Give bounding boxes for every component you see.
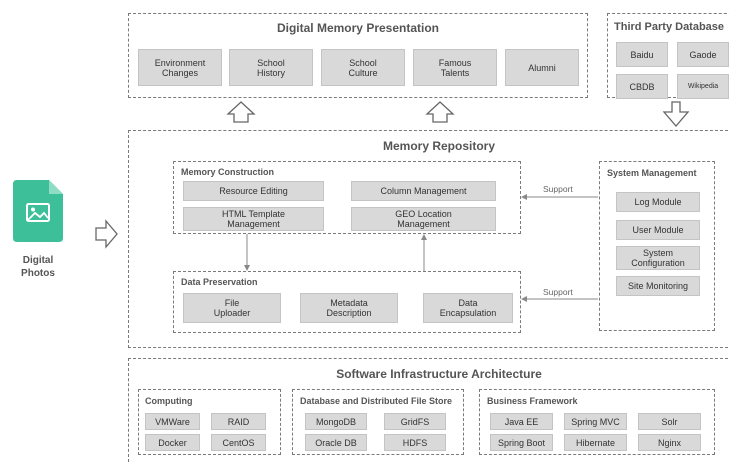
preservation-panel: Data Preservation File Uploader Metadata…: [173, 271, 521, 333]
system-management-panel: System Management Log Module User Module…: [599, 161, 715, 331]
business-java-ee: Java EE: [490, 413, 553, 430]
image-file-icon: [13, 180, 63, 242]
construction-title: Memory Construction: [181, 167, 275, 177]
third-party-baidu: Baidu: [616, 42, 668, 67]
business-hibernate: Hibernate: [564, 434, 627, 451]
system-user-module: User Module: [616, 220, 700, 240]
support-label-top: Support: [543, 184, 573, 194]
computing-panel: Computing VMWare RAID Docker CentOS: [138, 389, 281, 455]
presentation-item-environment-changes: Environment Changes: [138, 49, 222, 86]
database-mongodb: MongoDB: [305, 413, 367, 430]
infrastructure-title: Software Infrastructure Architecture: [336, 367, 542, 381]
hollow-down-arrow: [662, 101, 690, 127]
system-site-monitoring: Site Monitoring: [616, 276, 700, 296]
support-arrowhead-top: [521, 194, 527, 200]
support-label-bottom: Support: [543, 287, 573, 297]
repository-title: Memory Repository: [382, 139, 496, 153]
database-gridfs: GridFS: [384, 413, 446, 430]
presentation-item-alumni: Alumni: [505, 49, 579, 86]
third-party-title: Third Party Database: [614, 21, 725, 33]
construction-column-management: Column Management: [351, 181, 496, 201]
construction-geo-location: GEO Location Management: [351, 207, 496, 231]
construction-resource-editing: Resource Editing: [183, 181, 324, 201]
database-title: Database and Distributed File Store: [300, 396, 453, 406]
business-spring-mvc: Spring MVC: [564, 413, 627, 430]
hollow-up-arrow-right: [425, 101, 455, 123]
up-arrowhead: [421, 234, 427, 240]
third-party-panel: Third Party Database Baidu Gaode CBDB Wi…: [607, 13, 729, 99]
system-management-title: System Management: [607, 168, 697, 178]
presentation-item-famous-talents: Famous Talents: [413, 49, 497, 86]
presentation-item-school-history: School History: [229, 49, 313, 86]
computing-title: Computing: [145, 396, 193, 406]
third-party-cbdb: CBDB: [616, 74, 668, 99]
down-arrowhead: [244, 265, 250, 271]
digital-photos-label: Digital Photos: [21, 255, 55, 279]
preservation-file-uploader: File Uploader: [183, 293, 281, 323]
system-configuration: System Configuration: [616, 246, 700, 270]
system-log-module: Log Module: [616, 192, 700, 212]
business-nginx: Nginx: [638, 434, 701, 451]
computing-raid: RAID: [211, 413, 266, 430]
preservation-title: Data Preservation: [181, 277, 258, 287]
business-solr: Solr: [638, 413, 701, 430]
preservation-data-encapsulation: Data Encapsulation: [423, 293, 513, 323]
construction-panel: Memory Construction Resource Editing Col…: [173, 161, 521, 234]
computing-docker: Docker: [145, 434, 200, 451]
third-party-gaode: Gaode: [677, 42, 729, 67]
presentation-panel: Digital Memory Presentation Environment …: [128, 13, 588, 98]
computing-centos: CentOS: [211, 434, 266, 451]
database-oracle-db: Oracle DB: [305, 434, 367, 451]
third-party-wikipedia: Wikipedia: [677, 74, 729, 99]
computing-vmware: VMWare: [145, 413, 200, 430]
digital-photos-icon: [13, 180, 63, 242]
repository-panel: Memory Repository: [128, 130, 729, 348]
infrastructure-panel: Software Infrastructure Architecture: [128, 358, 729, 462]
database-panel: Database and Distributed File Store Mong…: [292, 389, 464, 455]
construction-html-template: HTML Template Management: [183, 207, 324, 231]
presentation-title: Digital Memory Presentation: [276, 21, 440, 35]
hollow-right-arrow: [95, 219, 118, 249]
hollow-up-arrow-left: [226, 101, 256, 123]
support-arrowhead-bottom: [521, 296, 527, 302]
business-title: Business Framework: [487, 396, 578, 406]
database-hdfs: HDFS: [384, 434, 446, 451]
preservation-metadata-description: Metadata Description: [300, 293, 398, 323]
business-spring-boot: Spring Boot: [490, 434, 553, 451]
business-panel: Business Framework Java EE Spring MVC So…: [479, 389, 715, 455]
presentation-item-school-culture: School Culture: [321, 49, 405, 86]
